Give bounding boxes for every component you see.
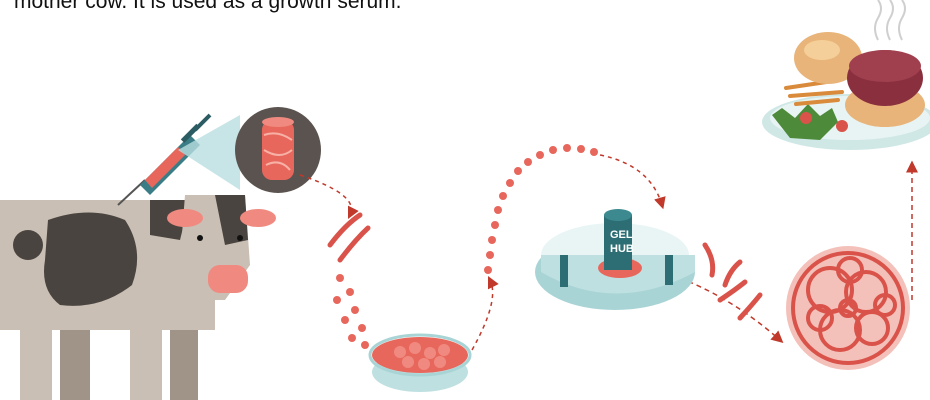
gel-hub-label-line1: GEL (610, 229, 633, 241)
floating-cells (333, 274, 369, 349)
tissue-sample-icon (235, 107, 321, 193)
arrow-dish-to-chain (472, 280, 493, 350)
arrow-chain-to-hub (600, 155, 662, 205)
gel-hub-icon: GEL HUB (535, 209, 695, 310)
burger-plate-icon (762, 32, 930, 150)
petri-dish-icon (370, 335, 470, 392)
steam-icon (875, 0, 905, 40)
magnify-beam (178, 115, 240, 190)
gel-hub-label-line2: HUB (610, 243, 634, 255)
muscle-fiber-icon (330, 215, 368, 260)
cow-icon (0, 195, 276, 400)
flying-fibers (705, 245, 760, 318)
meat-mass-icon (786, 246, 910, 370)
